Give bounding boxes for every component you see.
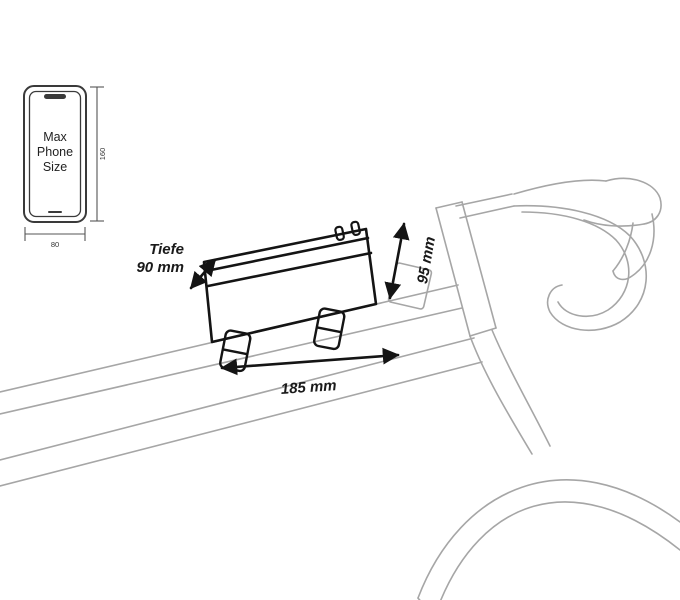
- down-tube-upper-line: [0, 337, 475, 461]
- length-dimension-arrow: [220, 347, 400, 376]
- drop-bar-inner-curl: [521, 211, 630, 318]
- phone-size-label: Max Phone Size: [37, 130, 73, 174]
- bag-outline: [202, 227, 378, 344]
- brake-lever-inner: [612, 222, 634, 272]
- bike-line-art: [0, 177, 680, 600]
- phone-notch: [44, 94, 66, 99]
- brake-hood-bottom: [583, 219, 645, 227]
- strap-right-buckle-line: [316, 326, 343, 334]
- max-phone-size-inset: Max Phone Size 160 80: [23, 85, 107, 249]
- phone-label-line1: Max: [43, 130, 67, 144]
- phone-height-dimension: [90, 86, 104, 222]
- phone-height-value: 160: [98, 148, 107, 161]
- bag-strap-right: [313, 307, 346, 351]
- dimension-arrows: [189, 222, 410, 376]
- height-dimension-arrow: [384, 222, 410, 300]
- bag-zipper-line: [204, 236, 370, 273]
- height-label: 95 mm: [414, 235, 439, 285]
- strap-left-buckle-line: [222, 348, 249, 356]
- depth-label-line1: Tiefe: [149, 241, 184, 258]
- fork-right-line: [491, 329, 551, 447]
- zipper-pull-front: [334, 225, 345, 242]
- head-tube-left-line: [435, 207, 471, 337]
- phone-width-value: 80: [51, 240, 59, 249]
- dimension-labels: Tiefe 90 mm 95 mm 185 mm: [136, 235, 439, 398]
- phone-outline: [23, 85, 87, 223]
- phone-label-line2: Phone: [37, 145, 73, 159]
- top-tube-lower-line: [0, 307, 463, 415]
- bag-lid-seam: [206, 251, 373, 288]
- depth-dimension-arrow: [189, 258, 217, 290]
- length-label: 185 mm: [280, 377, 337, 398]
- stem-bottom-line: [459, 205, 515, 219]
- depth-label-line2: 90 mm: [136, 259, 184, 276]
- head-tube-top-line: [435, 201, 463, 209]
- top-tube-bag: [202, 220, 378, 373]
- down-tube-lower-line: [0, 361, 483, 487]
- front-fender-end-cap: [417, 597, 421, 600]
- front-fender-outer-arc: [417, 479, 680, 599]
- phone-label-line3: Size: [43, 160, 67, 174]
- handlebar-top-curve: [513, 179, 607, 195]
- stem-top-line: [455, 193, 513, 207]
- head-tube-right-line: [461, 201, 497, 329]
- phone-screen-outline: [28, 90, 82, 218]
- front-fender-inner-arc: [440, 501, 680, 600]
- fork-left-line: [469, 335, 533, 455]
- drop-bar-outer-curl: [513, 204, 648, 332]
- phone-width-dimension: [24, 227, 86, 241]
- zipper-pull-rear: [350, 220, 361, 237]
- brake-lever-outer: [612, 213, 655, 281]
